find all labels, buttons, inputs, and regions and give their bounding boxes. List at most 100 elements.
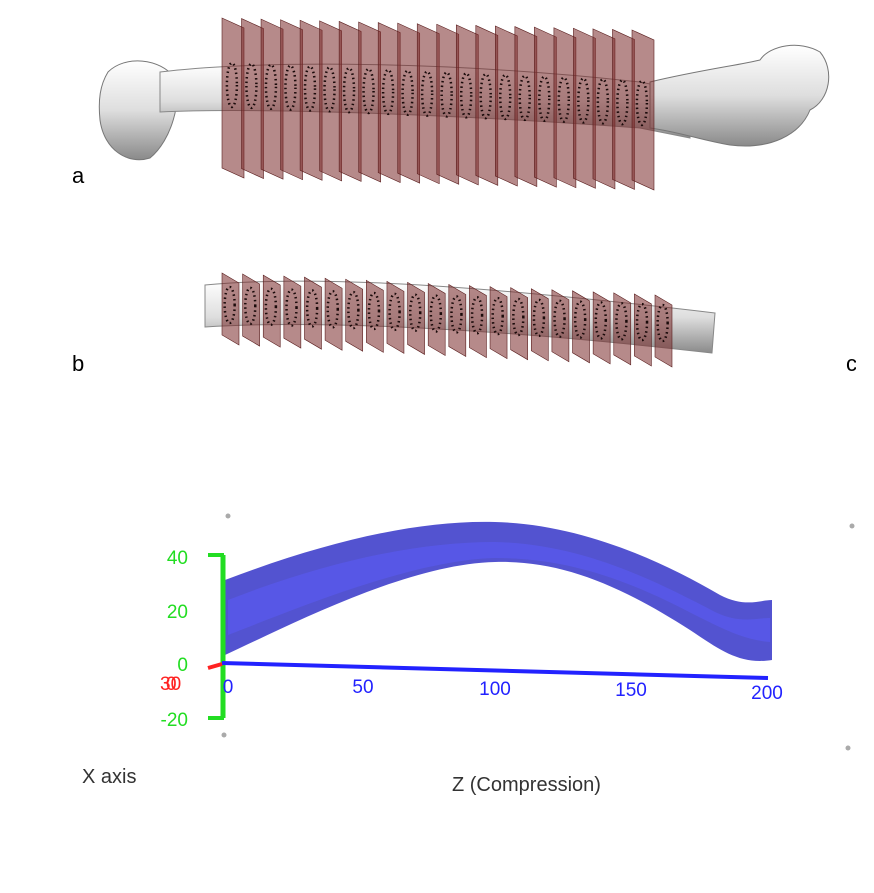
cutting-plane bbox=[221, 17, 245, 179]
z-tick: 50 bbox=[352, 677, 374, 698]
femur-slices-illustration bbox=[98, 17, 830, 191]
cutting-plane bbox=[366, 279, 384, 353]
section-contour bbox=[342, 66, 356, 114]
cutting-plane bbox=[475, 24, 499, 186]
section-contour bbox=[518, 74, 532, 122]
cutting-plane bbox=[495, 25, 518, 187]
cutting-plane bbox=[242, 273, 260, 347]
cutting-plane bbox=[283, 275, 302, 349]
cutting-plane bbox=[436, 23, 460, 185]
femur-distal-end bbox=[98, 60, 178, 161]
corner-dot bbox=[225, 513, 231, 519]
cutting-planes-b bbox=[221, 272, 673, 368]
section-contour bbox=[512, 297, 525, 337]
cutting-plane bbox=[455, 24, 479, 186]
section-contour bbox=[498, 73, 512, 121]
section-contour bbox=[429, 294, 443, 333]
tube-outer bbox=[225, 521, 772, 661]
section-contour bbox=[470, 296, 484, 335]
x-tick: 30 bbox=[160, 674, 182, 695]
z-tick: 0 bbox=[222, 677, 234, 698]
cutting-plane bbox=[386, 280, 405, 354]
y-tick: 0 bbox=[177, 655, 188, 676]
cutting-plane bbox=[299, 19, 323, 181]
y-tick: 40 bbox=[166, 548, 188, 569]
z-tick: 150 bbox=[615, 680, 647, 701]
section-contour bbox=[323, 66, 336, 113]
tube-core bbox=[228, 542, 770, 642]
cutting-plane bbox=[416, 23, 440, 185]
cutting-plane bbox=[324, 277, 343, 351]
panel-c-plot: 40 20 0 -20 30 0 0 50 100 150 200 X axis… bbox=[0, 500, 874, 820]
cutting-plane bbox=[280, 19, 303, 181]
x-axis-line bbox=[207, 662, 223, 670]
section-contour bbox=[408, 293, 422, 332]
section-contour bbox=[223, 285, 236, 325]
section-contour bbox=[491, 296, 504, 336]
section-contour bbox=[594, 301, 608, 340]
section-contour bbox=[264, 287, 278, 326]
cutting-plane bbox=[345, 278, 364, 352]
section-contour bbox=[285, 288, 298, 327]
cutting-plane bbox=[260, 18, 284, 180]
section-contour bbox=[362, 67, 375, 115]
section-contour bbox=[479, 72, 492, 120]
section-contour bbox=[420, 70, 434, 117]
x-axis-label: X axis bbox=[82, 766, 137, 788]
section-contour bbox=[553, 299, 566, 338]
panel-label-c: c bbox=[846, 351, 856, 376]
z-tick: 100 bbox=[479, 679, 511, 700]
cutting-plane bbox=[338, 20, 362, 182]
section-contour bbox=[596, 78, 610, 125]
tube-plot bbox=[207, 513, 855, 751]
cutting-plane bbox=[572, 290, 590, 364]
section-contour bbox=[532, 298, 546, 338]
corner-dot bbox=[221, 732, 227, 738]
section-contour bbox=[538, 75, 551, 122]
section-contour bbox=[573, 300, 587, 339]
cutting-plane bbox=[358, 21, 381, 183]
y-tick: 20 bbox=[166, 602, 188, 623]
section-contour bbox=[303, 65, 317, 112]
cutting-plane bbox=[631, 29, 655, 191]
section-contour bbox=[347, 290, 360, 330]
section-contour bbox=[381, 68, 395, 116]
cutting-planes-a bbox=[221, 17, 655, 191]
femur-proximal-end bbox=[649, 44, 830, 147]
panel-b: b c bbox=[0, 235, 874, 385]
z-axis-label: Z (Compression) bbox=[452, 774, 601, 796]
section-contour bbox=[450, 295, 463, 334]
section-contour bbox=[440, 71, 453, 118]
section-contour bbox=[264, 63, 278, 110]
section-contour bbox=[244, 286, 257, 326]
section-contour bbox=[635, 79, 649, 127]
cutting-plane bbox=[319, 20, 342, 182]
z-axis-line bbox=[221, 661, 769, 680]
panel-label-b: b bbox=[72, 351, 85, 376]
cutting-plane bbox=[534, 26, 557, 188]
cutting-plane bbox=[397, 22, 421, 184]
cutting-plane bbox=[573, 27, 596, 189]
cutting-plane bbox=[221, 272, 240, 346]
cutting-plane bbox=[592, 28, 616, 190]
panel-label-a: a bbox=[72, 163, 85, 188]
section-contour bbox=[557, 76, 571, 123]
cutting-plane bbox=[377, 22, 401, 184]
cutting-plane bbox=[407, 281, 425, 355]
cutting-plane bbox=[427, 282, 446, 357]
y-tick: -20 bbox=[160, 710, 188, 731]
z-tick: 200 bbox=[751, 683, 783, 704]
section-contour bbox=[616, 78, 629, 126]
panel-a: a bbox=[0, 0, 874, 235]
section-contour bbox=[388, 292, 401, 332]
cutting-plane bbox=[592, 291, 611, 365]
section-contour bbox=[245, 62, 258, 110]
cutting-plane bbox=[262, 274, 281, 348]
cutting-plane bbox=[553, 27, 577, 189]
shaft-slices-illustration bbox=[204, 272, 716, 368]
section-contour bbox=[225, 61, 239, 109]
cutting-plane bbox=[304, 276, 322, 350]
section-contour bbox=[459, 72, 473, 119]
section-contour bbox=[305, 289, 319, 328]
cutting-plane bbox=[514, 26, 538, 188]
